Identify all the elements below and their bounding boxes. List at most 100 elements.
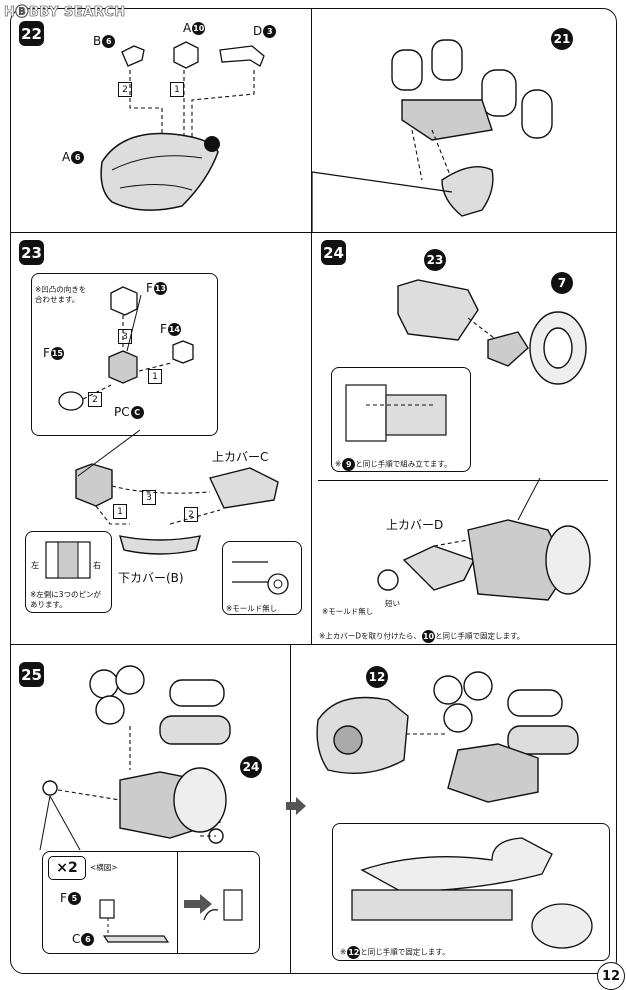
step24-bottom-drawing [377, 477, 591, 601]
wheel-24 [173, 767, 227, 833]
cyl-4 [521, 89, 553, 139]
note-mold-none-24: ※モールド無し [322, 607, 374, 616]
part-f14 [172, 340, 194, 364]
part-a10 [173, 41, 199, 69]
step23-num-1: 1 [148, 369, 162, 384]
page-frame [10, 8, 617, 974]
label-a10-num: 10 [192, 22, 206, 35]
part-f13 [110, 286, 138, 316]
body-r [447, 743, 539, 803]
label-f14-letter: F [160, 322, 167, 336]
label-b6-letter: B [93, 34, 102, 48]
label-f13-num: 13 [153, 282, 167, 295]
cyl-a [89, 669, 119, 699]
note-same-12-text: と同じ手順で固定します。 [360, 947, 450, 957]
step-23-badge: 23 [19, 240, 44, 265]
step24-top-drawing [397, 279, 587, 385]
label-thin: 短い [385, 599, 400, 608]
ref-24-badge: 24 [240, 756, 262, 778]
step25-right-drawing [316, 671, 579, 803]
part-lower-cover-b [119, 535, 201, 555]
step25-main-drawing [39, 665, 231, 851]
step23-detail-drawing [58, 286, 194, 411]
step25-detail-drawing [99, 889, 243, 943]
label-b6-num: 6 [102, 35, 116, 48]
cyl-r4 [507, 689, 563, 717]
label-a6-num: 6 [71, 151, 85, 164]
page-number: 12 [597, 962, 625, 990]
cyl-r2 [463, 671, 493, 701]
label-c6-num: 6 [81, 933, 95, 946]
ref-12-badge: 12 [366, 666, 388, 688]
step23-lower-detail-drawing [45, 541, 91, 579]
note-pins: ※左側に3つのピンが あります。 [30, 590, 102, 609]
cyl-d [169, 679, 225, 707]
step22-num-2: 2 [118, 82, 132, 97]
note-same-9-text: と同じ手順で組み立てます。 [355, 459, 452, 469]
part-shell-small [441, 166, 494, 217]
divider-col-1 [311, 8, 312, 232]
arrow-right-icon [184, 894, 212, 914]
ref-21-badge: 21 [551, 28, 573, 50]
step23-mold-box [222, 541, 302, 615]
label-c6-letter: C [72, 932, 81, 946]
note-same-12-ref: 12 [347, 946, 361, 959]
note-align: ※凹凸の向きを 合わせます。 [35, 285, 87, 304]
assembly-23-ref [397, 279, 479, 341]
ref-7-badge: 7 [551, 272, 573, 294]
cyl-r5 [507, 725, 579, 755]
body-block [401, 99, 493, 141]
cyl-1 [391, 49, 423, 91]
divider-row-2 [10, 644, 617, 645]
step23-main-num-3: 3 [142, 490, 156, 505]
step23-num-3: 3 [118, 329, 132, 344]
assembly-23 [75, 463, 113, 507]
note-bottom-24-head: ※上カバーDを取り付けたら、 [319, 631, 422, 641]
step25-right-detail-drawing [351, 837, 593, 949]
step22-reference-drawing [311, 39, 553, 232]
label-left: 左 [31, 561, 39, 570]
label-lower-cover-b: 下カバー(B) [118, 571, 184, 585]
cyl-e [159, 715, 231, 745]
watermark-logo: H🅑BBY SEARCH [4, 5, 126, 21]
cyl-r1 [433, 675, 463, 705]
step23-mold-drawing [232, 561, 289, 595]
step22-parts-drawing [100, 41, 265, 211]
ref-23-badge: 23 [424, 249, 446, 271]
note-same-12: ※12と同じ手順で固定します。 [340, 946, 450, 959]
cyl-r3 [443, 703, 473, 733]
hub-part [487, 331, 529, 367]
note-bottom-24-tail: と同じ手順で固定します。 [435, 631, 525, 641]
label-d3-letter: D [253, 24, 263, 38]
part-pc-c [108, 350, 138, 384]
cyl-c [95, 695, 125, 725]
divider-row-1 [10, 232, 617, 233]
note-no-mold: ※モールド無し [226, 604, 278, 613]
step25-detail-divider [177, 851, 178, 954]
label-f15-num: 15 [50, 347, 64, 360]
divider-24-inner [318, 480, 608, 481]
label-f14-num: 14 [167, 323, 181, 336]
step23-num-2: 2 [88, 392, 102, 407]
label-a6-letter: A [62, 150, 71, 164]
side-knob-left [42, 780, 58, 796]
step23-main-num-1: 1 [113, 504, 127, 519]
part-upper-cover-c [209, 467, 279, 509]
part-b6 [121, 45, 145, 67]
note-same-9-ref: 9 [342, 458, 356, 471]
note-bottom-24: ※上カバーDを取り付けたら、10と同じ手順で固定します。 [319, 630, 524, 643]
step23-main-num-2: 2 [184, 507, 198, 522]
label-pc-letter: C [130, 406, 144, 419]
part-knob [377, 569, 399, 591]
label-f5-num: 5 [67, 892, 81, 905]
